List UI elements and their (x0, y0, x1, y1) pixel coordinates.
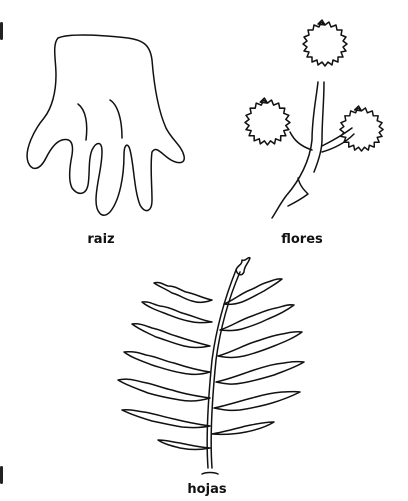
root-drawing (27, 35, 184, 215)
label-flowers: flores (281, 232, 323, 247)
label-leaves: hojas (187, 482, 226, 497)
leaves-drawing (118, 258, 304, 474)
flowers-drawing (245, 20, 383, 218)
label-root: raiz (87, 232, 114, 247)
